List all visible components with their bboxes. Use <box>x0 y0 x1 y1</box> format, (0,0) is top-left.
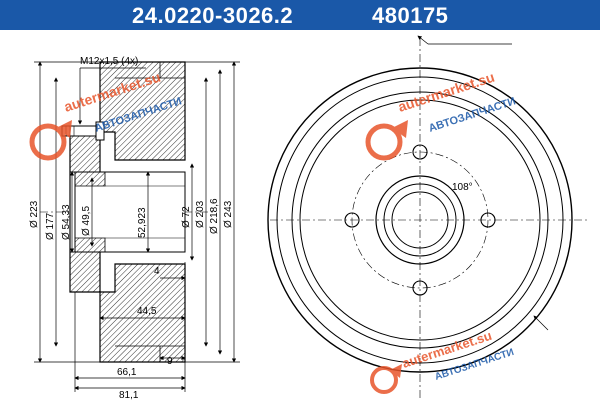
rim-step-circle <box>276 76 564 364</box>
title-bar: 24.0220-3026.2 480175 <box>0 0 600 30</box>
reference-number: 480175 <box>372 3 449 28</box>
outer-dia-leader-bottom <box>533 315 549 331</box>
dim-9: 9 <box>167 356 173 367</box>
stud-hole-left <box>344 212 360 228</box>
outer-rim-circle <box>267 67 573 373</box>
watermark-logo-right <box>365 120 408 161</box>
friction-inner-circle <box>299 99 541 341</box>
bolt-pitch-circle <box>351 151 489 289</box>
dim-44-5: 44,5 <box>137 306 157 317</box>
stud-hole-top <box>412 144 428 160</box>
dim-diameter-49-5: Ø 49,5 <box>81 206 92 236</box>
hub-bore-circle <box>391 191 449 249</box>
pitch-angle-label: 108° <box>452 182 473 193</box>
dim-diameter-72: Ø 72 <box>181 206 192 228</box>
drum-section-view: M12x1,5 (4x) Ø 223 Ø 177 Ø 54,33 Ø 49,5 … <box>29 56 240 400</box>
watermark-logo-bottom <box>370 364 402 394</box>
hub-mid-circle <box>383 183 457 257</box>
drum-face-view <box>267 35 590 398</box>
technical-drawing: M12x1,5 (4x) Ø 223 Ø 177 Ø 54,33 Ø 49,5 … <box>29 35 590 400</box>
dim-52-923: 52,923 <box>137 207 148 238</box>
dim-4: 4 <box>154 266 160 277</box>
dim-diameter-54-33: Ø 54,33 <box>61 204 72 240</box>
dim-diameter-243: Ø 243 <box>223 200 234 228</box>
dim-diameter-223: Ø 223 <box>29 200 40 228</box>
hub-outer-circle <box>375 175 465 265</box>
part-number: 24.0220-3026.2 <box>132 3 294 28</box>
dim-66-1: 66,1 <box>117 367 137 378</box>
friction-outer-circle <box>291 91 549 349</box>
dim-diameter-218-6: Ø 218,6 <box>209 198 220 234</box>
dim-diameter-203: Ø 203 <box>195 200 206 228</box>
dim-diameter-177: Ø 177 <box>45 212 56 240</box>
thread-spec-label: M12x1,5 (4x) <box>80 56 138 67</box>
watermark-logo-left <box>29 120 72 161</box>
dim-81-1: 81,1 <box>119 390 139 400</box>
stud-hole-bottom <box>412 280 428 296</box>
stud-hole-right <box>480 212 496 228</box>
